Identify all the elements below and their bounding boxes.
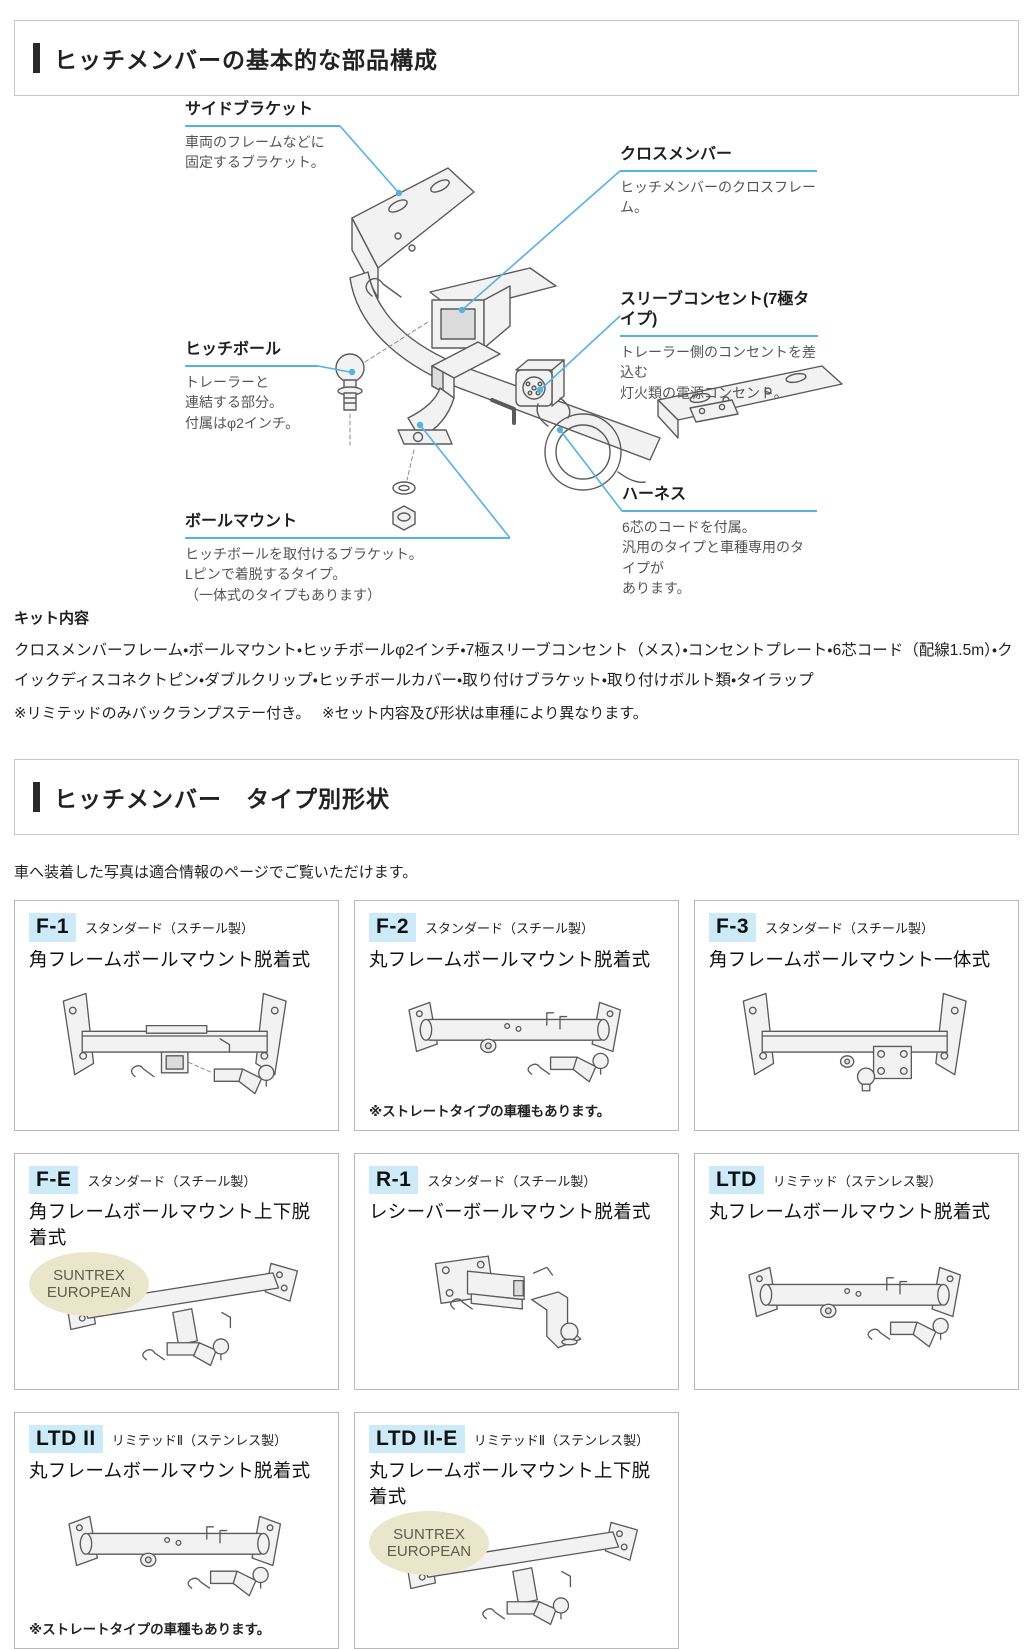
hitch-type-illustration [369,1224,664,1377]
type-title: 角フレームボールマウント脱着式 [29,948,311,970]
hitch-parts-diagram: サイドブラケット 車両のフレームなどに 固定するブラケット。 クロスメンバー ヒ… [0,100,1033,603]
type-grade: スタンダード（スチール製） [425,921,595,937]
type-code-badge: F-E [29,1166,79,1195]
callout-harness: ハーネス 6芯のコードを付属。 汎用のタイプと車種専用のタイプが あります。 [622,485,817,598]
kit-body: クロスメンバーフレーム・ボールマウント・ヒッチボールφ2インチ・7極スリーブコン… [14,642,1013,690]
section-title: ヒッチメンバーの基本的な部品構成 [54,47,438,73]
part-name: ハーネス [622,485,817,512]
callout-cross-member: クロスメンバー ヒッチメンバーのクロスフレーム。 [620,145,817,218]
type-note: ※ストレートタイプの車種もあります。 [29,1621,271,1637]
types-intro-text: 車へ装着した写真は適合情報のページでご覧いただけます。 [14,864,418,882]
part-desc: トレーラーと 連結する部分。 付属はφ2インチ。 [185,374,300,431]
hitch-parts-illustration [317,125,843,539]
type-card-ltd2: LTD II リミテッドⅡ（ステンレス製） 丸フレームボールマウント脱着式 ※ス… [14,1412,339,1649]
type-card-fe: F-E スタンダード（スチール製） 角フレームボールマウント上下脱着式 SUNT… [14,1153,339,1391]
type-card-ltd2e: LTD II-E リミテッドⅡ（ステンレス製） 丸フレームボールマウント上下脱着… [354,1412,679,1649]
header-accent-bar [33,43,40,73]
part-name: ヒッチボール [185,340,318,367]
hitch-type-illustration [709,1224,1004,1377]
part-name: クロスメンバー [620,145,817,172]
callout-ball-mount: ボールマウント ヒッチボールを取付けるブラケット。 Lピンで着脱するタイプ。 （… [185,512,510,605]
type-cards-grid: F-1 スタンダード（スチール製） 角フレームボールマウント脱着式 F-2 スタ… [14,900,1019,1649]
type-grade: リミテッドⅡ（ステンレス製） [473,1433,650,1449]
part-desc: 車両のフレームなどに 固定するブラケット。 [185,134,325,171]
section-header-types: ヒッチメンバー タイプ別形状 [14,759,1019,836]
hitch-type-illustration [709,972,1004,1119]
hitch-type-illustration: SUNTREX EUROPEAN [369,1509,664,1636]
hitch-type-illustration [29,1483,324,1616]
type-code-badge: R-1 [369,1166,419,1195]
section-title: ヒッチメンバー タイプ別形状 [54,786,390,813]
part-name: サイドブラケット [185,100,340,127]
type-title: レシーバーボールマウント脱着式 [369,1201,651,1223]
type-grade: スタンダード（スチール製） [427,1174,597,1190]
type-code-badge: LTD II [29,1425,103,1454]
type-card-f1: F-1 スタンダード（スチール製） 角フレームボールマウント脱着式 [14,900,339,1132]
kit-heading: キット内容 [14,610,90,627]
type-title: 角フレームボールマウント一体式 [709,948,991,970]
suntrex-european-badge: SUNTREX EUROPEAN [29,1252,149,1317]
type-grade: リミテッド（ステンレス製） [772,1174,942,1190]
part-name: スリーブコンセント(7極タイプ) [620,290,818,337]
type-title: 丸フレームボールマウント脱着式 [709,1201,991,1223]
type-title: 丸フレームボールマウント脱着式 [29,1460,311,1482]
type-card-r1: R-1 スタンダード（スチール製） レシーバーボールマウント脱着式 [354,1153,679,1391]
type-title: 丸フレームボールマウント脱着式 [369,948,651,970]
type-code-badge: LTD II-E [369,1425,465,1454]
part-desc: ヒッチメンバーのクロスフレーム。 [620,179,816,216]
type-code-badge: F-2 [369,913,416,942]
kit-notes: ※リミテッドのみバックランプステー付き。 ※セット内容及び形状は車種により異なり… [14,705,648,723]
callout-hitch-ball: ヒッチボール トレーラーと 連結する部分。 付属はφ2インチ。 [185,340,318,433]
hitch-type-illustration [29,972,324,1119]
type-card-ltd: LTD リミテッド（ステンレス製） 丸フレームボールマウント脱着式 [694,1153,1019,1391]
type-grade: スタンダード（スチール製） [87,1174,257,1190]
hitch-type-illustration: SUNTREX EUROPEAN [29,1250,324,1377]
suntrex-european-badge: SUNTREX EUROPEAN [369,1511,489,1576]
type-note: ※ストレートタイプの車種もあります。 [369,1104,611,1120]
section-header-parts: ヒッチメンバーの基本的な部品構成 [14,20,1019,96]
callout-side-bracket: サイドブラケット 車両のフレームなどに 固定するブラケット。 [185,100,340,173]
part-desc: ヒッチボールを取付けるブラケット。 Lピンで着脱するタイプ。 （一体式のタイプも… [185,546,423,603]
type-title: 角フレームボールマウント上下脱着式 [29,1201,311,1249]
part-desc: 6芯のコードを付属。 汎用のタイプと車種専用のタイプが あります。 [622,519,804,596]
kit-contents-section: キット内容 クロスメンバーフレーム・ボールマウント・ヒッチボールφ2インチ・7極… [0,607,1033,723]
type-code-badge: F-3 [709,913,756,942]
part-desc: トレーラー側のコンセントを差込む 灯火類の電源コンセント。 [620,344,816,401]
hitch-type-illustration [369,972,664,1099]
part-name: ボールマウント [185,512,510,539]
type-code-badge: LTD [709,1166,764,1195]
type-title: 丸フレームボールマウント上下脱着式 [369,1460,651,1508]
type-card-f2: F-2 スタンダード（スチール製） 丸フレームボールマウント脱着式 ※ストレート… [354,900,679,1132]
callout-sleeve-outlet: スリーブコンセント(7極タイプ) トレーラー側のコンセントを差込む 灯火類の電源… [620,290,818,403]
type-grade: スタンダード（スチール製） [85,921,255,937]
type-card-f3: F-3 スタンダード（スチール製） 角フレームボールマウント一体式 [694,900,1019,1132]
type-grade: リミテッドⅡ（ステンレス製） [111,1433,288,1449]
header-accent-bar [33,782,40,813]
type-code-badge: F-1 [29,913,76,942]
type-grade: スタンダード（スチール製） [765,921,935,937]
